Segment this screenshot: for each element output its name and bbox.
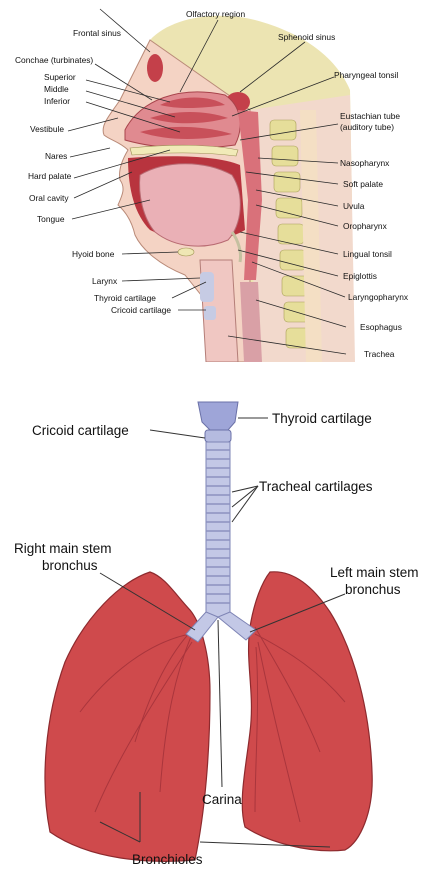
cricoid-cartilage-shape (204, 306, 216, 320)
label-nares: Nares (45, 151, 67, 161)
label-bronchioles: Bronchioles (132, 852, 203, 867)
label-left-main-stem-bronchus-line1: Left main stem (330, 565, 419, 580)
hyoid-bone-shape (178, 248, 194, 256)
label-oropharynx: Oropharynx (343, 221, 388, 231)
label-uvula: Uvula (343, 201, 365, 211)
left-lung (242, 572, 372, 851)
label-hard-palate: Hard palate (28, 171, 72, 181)
label-laryngopharynx: Laryngopharynx (348, 292, 409, 302)
label-inferior: Inferior (44, 96, 70, 106)
left-main-stem-bronchus-shape (218, 612, 256, 640)
label-thyroid-cartilage: Thyroid cartilage (272, 411, 372, 426)
thyroid-cartilage-shape (198, 402, 238, 430)
label-cricoid-cartilage: Cricoid cartilage (32, 423, 129, 438)
label-left-main-stem-bronchus-line2: bronchus (345, 582, 401, 597)
thyroid-cartilage-shape (200, 272, 214, 302)
label-pharyngeal-tonsil: Pharyngeal tonsil (334, 70, 398, 80)
label-vestibule: Vestibule (30, 124, 64, 134)
label-thyroid-cartilage: Thyroid cartilage (94, 293, 156, 303)
label-soft-palate: Soft palate (343, 179, 383, 189)
label-superior: Superior (44, 72, 76, 82)
upper-respiratory-tract-diagram: Frontal sinus Olfactory region Sphenoid … (0, 0, 444, 362)
label-conchae: Conchae (turbinates) (15, 55, 93, 65)
label-right-main-stem-bronchus-line2: bronchus (42, 558, 98, 573)
label-esophagus: Esophagus (360, 322, 402, 332)
label-epiglottis: Epiglottis (343, 271, 377, 281)
head-sagittal-section-svg: Frontal sinus Olfactory region Sphenoid … (0, 0, 444, 362)
right-lung (45, 572, 210, 861)
label-oral-cavity: Oral cavity (29, 193, 69, 203)
lower-respiratory-tract-diagram: Cricoid cartilage Thyroid cartilage Trac… (0, 372, 444, 873)
label-tracheal-cartilages: Tracheal cartilages (259, 479, 373, 494)
label-lingual-tonsil: Lingual tonsil (343, 249, 392, 259)
label-auditory-tube: (auditory tube) (340, 122, 394, 132)
label-sphenoid-sinus: Sphenoid sinus (278, 32, 335, 42)
label-middle: Middle (44, 84, 69, 94)
label-nasopharynx: Nasopharynx (340, 158, 390, 168)
cricoid-cartilage-shape (205, 430, 231, 442)
label-eustachian-tube: Eustachian tube (340, 111, 400, 121)
label-tongue: Tongue (37, 214, 65, 224)
frontal-sinus (147, 54, 163, 82)
label-cricoid-cartilage: Cricoid cartilage (111, 305, 171, 315)
label-trachea: Trachea (364, 349, 395, 359)
label-frontal-sinus: Frontal sinus (73, 28, 121, 38)
lungs-trachea-svg: Cricoid cartilage Thyroid cartilage Trac… (0, 372, 444, 873)
label-larynx: Larynx (92, 276, 118, 286)
label-carina: Carina (202, 792, 242, 807)
label-olfactory-region: Olfactory region (186, 9, 245, 19)
label-right-main-stem-bronchus-line1: Right main stem (14, 541, 112, 556)
label-hyoid-bone: Hyoid bone (72, 249, 115, 259)
